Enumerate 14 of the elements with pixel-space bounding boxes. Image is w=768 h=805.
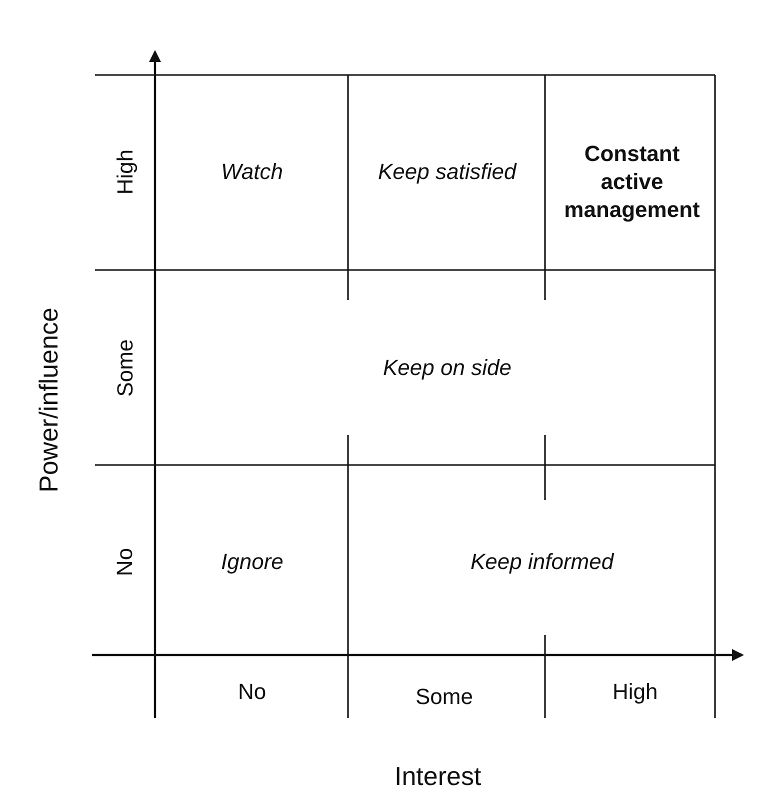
axis-title: Interest [394, 762, 482, 790]
cell-text: Keep on side [383, 354, 512, 382]
cell-text: Keep informed [470, 548, 614, 576]
cell-text: Keep satisfied [378, 158, 516, 186]
row-label: No [111, 548, 138, 576]
cell-text: Constant active management [563, 140, 701, 224]
column-label: No [238, 678, 266, 706]
cell-text: Ignore [221, 548, 284, 576]
row-label: Some [111, 339, 138, 397]
column-label: Some [416, 683, 473, 711]
axis-title: Power/influence [34, 308, 62, 492]
column-label: High [612, 678, 658, 706]
row-label: High [111, 149, 138, 195]
cell-text: Watch [221, 158, 283, 186]
